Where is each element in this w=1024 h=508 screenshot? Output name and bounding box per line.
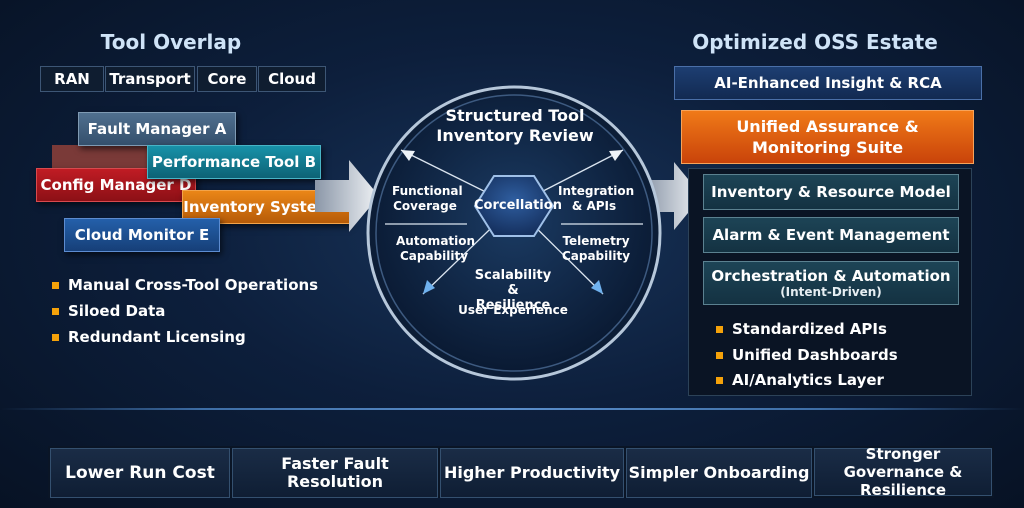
spoke-functional: Functional Coverage	[392, 184, 463, 213]
review-wheel	[366, 85, 662, 381]
benefit-simpler-onboarding: Simpler Onboarding	[626, 448, 812, 498]
tool-fault-manager: Fault Manager A	[78, 112, 236, 146]
right-bullet: Standardized APIs	[716, 320, 887, 338]
center-title: Structured Tool Inventory Review	[436, 106, 594, 145]
benefit-lower-run-cost: Lower Run Cost	[50, 448, 230, 498]
left-bullet: Redundant Licensing	[52, 328, 246, 346]
right-title: Optimized OSS Estate	[692, 30, 938, 54]
bullet-icon	[52, 333, 59, 341]
benefit-faster-fault-resolution: Faster Fault Resolution	[232, 448, 438, 498]
unified-suite: Unified Assurance & Monitoring Suite	[681, 110, 974, 164]
benefit-stronger-governance: Stronger Governance & Resilience	[814, 445, 992, 499]
module-inventory: Inventory & Resource Model	[703, 174, 959, 210]
right-bullet: AI/Analytics Layer	[716, 371, 884, 389]
spoke-integration: Integration & APIs	[558, 184, 635, 213]
module-alarm: Alarm & Event Management	[703, 217, 959, 253]
hub-label: Corcellation	[474, 198, 562, 213]
spoke-user-experience: User Experience	[458, 303, 568, 317]
bullet-icon	[716, 325, 723, 333]
spoke-telemetry: Telemetry Capability	[561, 234, 631, 263]
spoke-automation: Automation Capability	[396, 234, 476, 263]
bullet-icon	[52, 281, 59, 289]
flow-arrow-right-icon	[644, 162, 702, 230]
tag-ran: RAN	[40, 66, 104, 92]
left-bullet: Manual Cross-Tool Operations	[52, 276, 318, 294]
flow-arrow-left-icon	[315, 160, 379, 232]
bullet-icon	[716, 376, 723, 384]
tool-cloud-monitor: Cloud Monitor E	[64, 218, 220, 252]
divider-line	[0, 408, 1024, 410]
benefit-higher-productivity: Higher Productivity	[440, 448, 624, 498]
bullet-icon	[716, 351, 723, 359]
tag-transport: Transport	[105, 66, 195, 92]
module-orchestration-label: Orchestration & Automation	[711, 267, 951, 285]
tool-performance: Performance Tool B	[147, 145, 321, 179]
spoke-scalability: Scalability & Resilience	[474, 268, 552, 313]
tag-core: Core	[197, 66, 257, 92]
bullet-icon	[52, 307, 59, 315]
right-bullet: Unified Dashboards	[716, 346, 898, 364]
left-bullet: Siloed Data	[52, 302, 165, 320]
left-title: Tool Overlap	[100, 30, 242, 54]
module-orchestration-note: (Intent-Driven)	[780, 285, 882, 299]
top-bar: AI-Enhanced Insight & RCA	[674, 66, 982, 100]
module-orchestration: Orchestration & Automation (Intent-Drive…	[703, 261, 959, 305]
tag-cloud: Cloud	[258, 66, 326, 92]
